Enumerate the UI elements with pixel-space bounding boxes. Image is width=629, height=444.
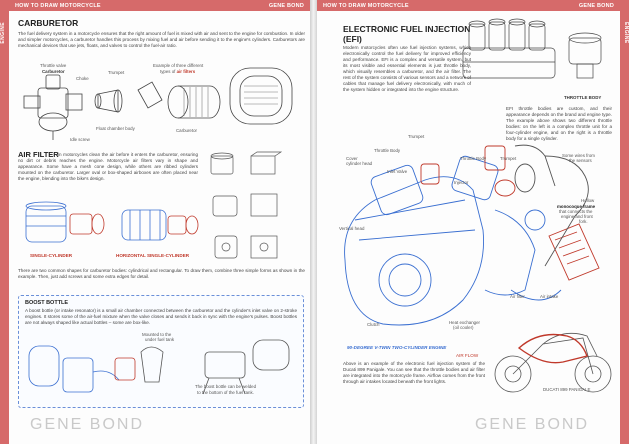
- right-page: ENGINE HOW TO DRAW MOTORCYCLE GENE BOND …: [317, 0, 629, 444]
- label-trumpet-top: Trumpet: [408, 134, 425, 139]
- label-example: Example of three different: [153, 63, 204, 68]
- label-monocoque: monocoque frame: [557, 204, 596, 209]
- side-tab-left: ENGINE: [0, 0, 9, 444]
- author-name: GENE BOND: [268, 2, 304, 9]
- label-air-flow: AIR FLOW: [456, 353, 479, 358]
- label-cover: Cover: [346, 156, 358, 161]
- label-trumpet: Trumpet: [108, 70, 125, 75]
- throttle-body-caption: THROTTLE BODY: [564, 95, 602, 100]
- author-name-right: GENE BOND: [578, 2, 614, 9]
- label-fuel-tank: under fuel tank: [145, 337, 175, 342]
- label-vertical-head: Vertical head: [339, 226, 365, 231]
- book-title: HOW TO DRAW MOTORCYCLE: [15, 2, 101, 9]
- watermark-left: GENE BOND: [30, 416, 145, 433]
- label-float-chamber: Float chamber body: [96, 126, 135, 131]
- carburetor-body: The fuel delivery system in a motorcycle…: [18, 31, 305, 49]
- label-heat-exchanger: Heat exchanger: [449, 320, 480, 325]
- boost-bottle-title: BOOST BOTTLE: [25, 300, 69, 306]
- running-head-left: HOW TO DRAW MOTORCYCLE GENE BOND: [9, 0, 310, 11]
- carburetor-shapes-sketch: [210, 151, 283, 259]
- label-hollow: Hollow: [581, 198, 595, 203]
- ducati-text: Above is an example of the electronic fu…: [343, 361, 485, 385]
- efi-title: ELECTRONIC FUEL INJECTION: [343, 24, 471, 34]
- efi-throttle-text: EFI throttle bodies are custom, and thei…: [506, 106, 612, 142]
- ducati-caption: DUCATI 899 PANIGALE: [543, 387, 591, 392]
- cylinder-sketches: [25, 201, 199, 243]
- air-filter-body: in motorcycles clean the air before it e…: [18, 152, 198, 182]
- side-tab-right: ENGINE: [620, 0, 629, 444]
- label-weld-note-1: The boost bottle can be welded: [195, 384, 257, 389]
- label-injector: Injector: [454, 180, 469, 185]
- label-carburetor-bottom: Carburetor: [176, 128, 197, 133]
- label-throttle-body-right: Throttle Body: [460, 156, 487, 161]
- efi-title-sub: (EFI): [343, 34, 362, 44]
- boost-bottle-sketch: [28, 339, 290, 395]
- label-connects-2: engine and front: [561, 214, 593, 219]
- efi-body: Modern motorcycles often use fuel inject…: [343, 45, 471, 93]
- book-title-right: HOW TO DRAW MOTORCYCLE: [323, 2, 409, 9]
- ducati-sketch: [494, 332, 612, 393]
- label-throttle-valve: Throttle valve: [40, 63, 67, 68]
- label-air-intake: Air intake: [540, 294, 559, 299]
- label-horizontal-single: HORIZONTAL SINGLE-CYLINDER: [116, 253, 190, 258]
- label-single-cylinder: SINGLE-CYLINDER: [30, 253, 73, 258]
- book-gutter: [310, 0, 317, 444]
- label-connects-1: that connects the: [559, 209, 593, 214]
- label-inlet-valve: Inlet Valve: [387, 169, 408, 174]
- label-oil-cooler: (oil cooler): [453, 325, 474, 330]
- engine-sketch: [344, 144, 600, 326]
- carburetor-shapes-text: There are two common shapes for carburet…: [18, 268, 305, 280]
- label-cylinder-head: cylinder head: [346, 161, 373, 166]
- label-mounted-to: Mounted to the: [142, 332, 172, 337]
- boost-bottle-box: BOOST BOTTLE A boost bottle (or intake r…: [18, 295, 304, 408]
- label-air-filter: Air filter: [510, 294, 525, 299]
- label-connects-3: fork.: [579, 219, 588, 224]
- label-trumpet-right: Trumpet: [500, 156, 517, 161]
- watermark-right: GENE BOND: [474, 416, 589, 433]
- carburetor-title: CARBURETOR: [18, 18, 79, 28]
- side-tab-label-right: ENGINE: [623, 22, 629, 44]
- air-filter-title: AIR FILTER: [18, 150, 59, 159]
- label-types-of: types of air filters: [160, 69, 196, 74]
- boost-bottle-body: A boost bottle (or intake resonator) is …: [25, 308, 297, 326]
- throttle-body-sketch: [462, 18, 602, 79]
- left-page: ENGINE HOW TO DRAW MOTORCYCLE GENE BOND …: [0, 0, 310, 444]
- label-throttle-body-left: Throttle Body: [374, 148, 401, 153]
- side-tab-label: ENGINE: [0, 22, 6, 44]
- engine-caption: 90-DEGREE V-TWIN TWO-CYLINDER ENGINE: [347, 345, 447, 350]
- label-carburetor-top: Carburetor: [42, 69, 65, 74]
- running-head-right: HOW TO DRAW MOTORCYCLE GENE BOND: [317, 0, 620, 11]
- label-clutch: Clutch: [367, 322, 380, 327]
- label-weld-note-2: to the bottom of the fuel tank.: [197, 390, 254, 395]
- label-idle-screw: Idle screw: [70, 137, 90, 142]
- label-some-wires-1: Some wires from: [562, 153, 595, 158]
- label-some-wires-2: the sensors: [569, 158, 592, 163]
- label-choke: Choke: [76, 76, 89, 81]
- carburetor-illustration: [23, 67, 293, 140]
